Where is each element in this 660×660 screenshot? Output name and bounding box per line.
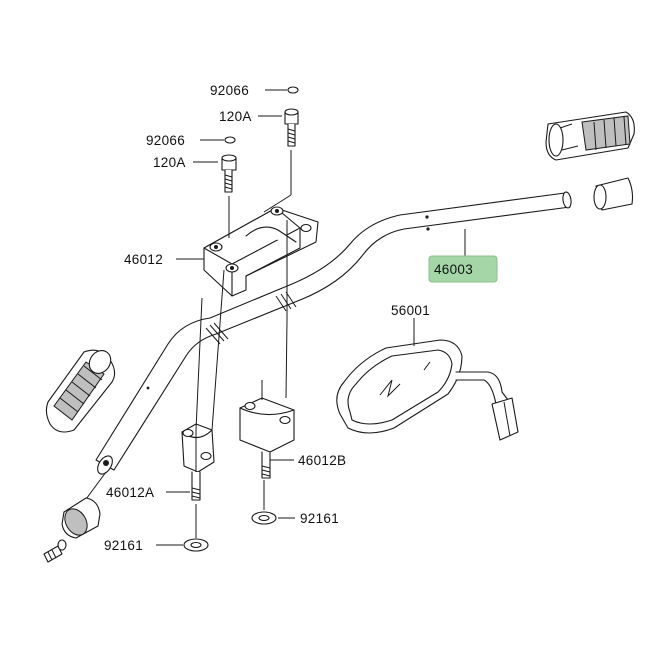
callout-92161-left: 92161 (104, 538, 143, 553)
left-bar-end-weight (61, 497, 101, 539)
left-grip (45, 349, 116, 433)
washer-92161-right (251, 511, 277, 525)
callout-92066-top: 92066 (210, 83, 249, 98)
handlebar-tube (95, 191, 572, 475)
callout-120a-top: 120A (219, 109, 252, 124)
washer-92066-mid (224, 136, 236, 144)
callout-highlight-46003 (428, 255, 498, 283)
callout-56001: 56001 (391, 303, 430, 318)
right-throttle-grip (545, 111, 635, 161)
right-bar-end-weight (593, 177, 634, 211)
bolt-120a-right (284, 108, 299, 147)
bar-end-screw (43, 539, 67, 563)
riser-46012a (181, 423, 215, 501)
mirror (336, 339, 519, 441)
upper-clamp (203, 206, 319, 297)
bolt-120a-left (221, 154, 237, 193)
washer-92161-left (183, 538, 209, 552)
leader-lines (156, 89, 466, 546)
callout-92066-mid: 92066 (146, 133, 185, 148)
callout-120a-mid: 120A (153, 155, 186, 170)
callout-46012b: 46012B (298, 453, 346, 468)
callout-46012: 46012 (124, 252, 163, 267)
riser-46012b (239, 397, 295, 479)
callout-46003: 46003 (434, 262, 473, 277)
callout-46012a: 46012A (106, 485, 154, 500)
washer-92066-top (287, 86, 299, 94)
callout-92161-right: 92161 (300, 511, 339, 526)
